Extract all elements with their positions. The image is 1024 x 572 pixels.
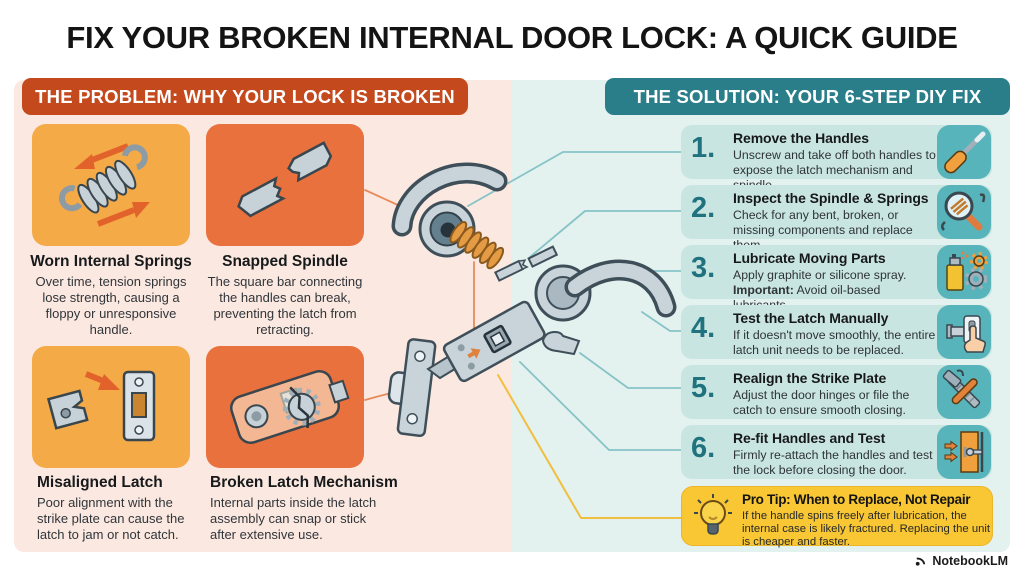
step-icon-tile bbox=[937, 305, 991, 359]
card-title: Misaligned Latch bbox=[37, 474, 163, 491]
card-description: Over time, tension springs lose strength… bbox=[35, 274, 187, 338]
card-title: Snapped Spindle bbox=[222, 253, 348, 270]
step-description: If it doesn't move smoothly, the entire … bbox=[733, 328, 936, 357]
step-title: Lubricate Moving Parts bbox=[733, 250, 886, 266]
problem-card-worn-springs bbox=[32, 124, 190, 246]
step-description: Firmly re-attach the handles and test th… bbox=[733, 448, 933, 477]
notebooklm-logo-icon bbox=[916, 557, 926, 566]
problem-card-broken-latch bbox=[206, 346, 364, 468]
magnifier-icon bbox=[941, 191, 986, 231]
step-icon-tile bbox=[937, 365, 991, 419]
step-row-6: 6. Re-fit Handles and Test Firmly re-att… bbox=[681, 425, 992, 479]
lightbulb-icon bbox=[694, 494, 732, 535]
problem-header: THE PROBLEM: WHY YOUR LOCK IS BROKEN bbox=[22, 78, 468, 115]
screwdriver-icon bbox=[944, 131, 986, 174]
hand-press-icon bbox=[946, 315, 986, 353]
step-description: Adjust the door hinges or file the catch… bbox=[733, 388, 910, 417]
solution-header: THE SOLUTION: YOUR 6-STEP DIY FIX bbox=[605, 78, 1010, 115]
card-title: Broken Latch Mechanism bbox=[210, 474, 398, 491]
step-number: 5. bbox=[691, 372, 716, 404]
card-title: Worn Internal Springs bbox=[30, 253, 192, 270]
step-icon-tile bbox=[937, 185, 991, 239]
hammer-file-icon bbox=[942, 369, 981, 409]
step-row-3: 3. Lubricate Moving Parts Apply graphite… bbox=[681, 245, 992, 312]
worn-springs-icon bbox=[58, 143, 150, 227]
step-title: Inspect the Spindle & Springs bbox=[733, 190, 929, 206]
card-description: Poor alignment with the strike plate can… bbox=[37, 495, 185, 543]
step-description: Unscrew and take off both handles to exp… bbox=[733, 148, 936, 192]
watermark-label: NotebookLM bbox=[932, 553, 1008, 568]
step-icon-tile bbox=[937, 245, 991, 299]
problem-card-misaligned-latch bbox=[32, 346, 190, 468]
notebooklm-watermark: NotebookLM bbox=[913, 553, 1008, 568]
step-row-1: 1. Remove the Handles Unscrew and take o… bbox=[681, 125, 992, 192]
step-icon-tile bbox=[937, 425, 991, 479]
step-row-5: 5. Realign the Strike Plate Adjust the d… bbox=[681, 365, 992, 419]
pro-tip-title: Pro Tip: When to Replace, Not Repair bbox=[742, 492, 971, 507]
page-title: FIX YOUR BROKEN INTERNAL DOOR LOCK: A QU… bbox=[66, 20, 958, 55]
pro-tip-box: Pro Tip: When to Replace, Not Repair If … bbox=[681, 486, 993, 549]
step-title: Re-fit Handles and Test bbox=[733, 430, 886, 446]
step-number: 4. bbox=[691, 312, 716, 344]
door-handle-icon bbox=[944, 431, 984, 473]
step-title: Test the Latch Manually bbox=[733, 310, 889, 326]
step-number: 2. bbox=[691, 192, 716, 224]
broken-latch-icon bbox=[229, 369, 350, 445]
pro-tip-description: If the handle spins freely after lubrica… bbox=[742, 510, 991, 549]
card-description: Internal parts inside the latch assembly… bbox=[210, 495, 377, 543]
step-description: Check for any bent, broken, or missing c… bbox=[733, 208, 913, 252]
step-title: Realign the Strike Plate bbox=[733, 370, 887, 386]
misaligned-latch-icon bbox=[46, 370, 156, 442]
step-title: Remove the Handles bbox=[733, 130, 869, 146]
spray-can-icon bbox=[946, 251, 988, 291]
step-icon-tile bbox=[937, 125, 991, 179]
problem-card-snapped-spindle bbox=[206, 124, 364, 246]
step-row-2: 2. Inspect the Spindle & Springs Check f… bbox=[681, 185, 992, 252]
card-description: The square bar connecting the handles ca… bbox=[207, 274, 363, 338]
step-number: 1. bbox=[691, 132, 716, 164]
step-row-4: 4. Test the Latch Manually If it doesn't… bbox=[681, 305, 992, 359]
step-number: 6. bbox=[691, 432, 716, 464]
snapped-spindle-icon bbox=[237, 141, 333, 218]
step-number: 3. bbox=[691, 252, 716, 284]
